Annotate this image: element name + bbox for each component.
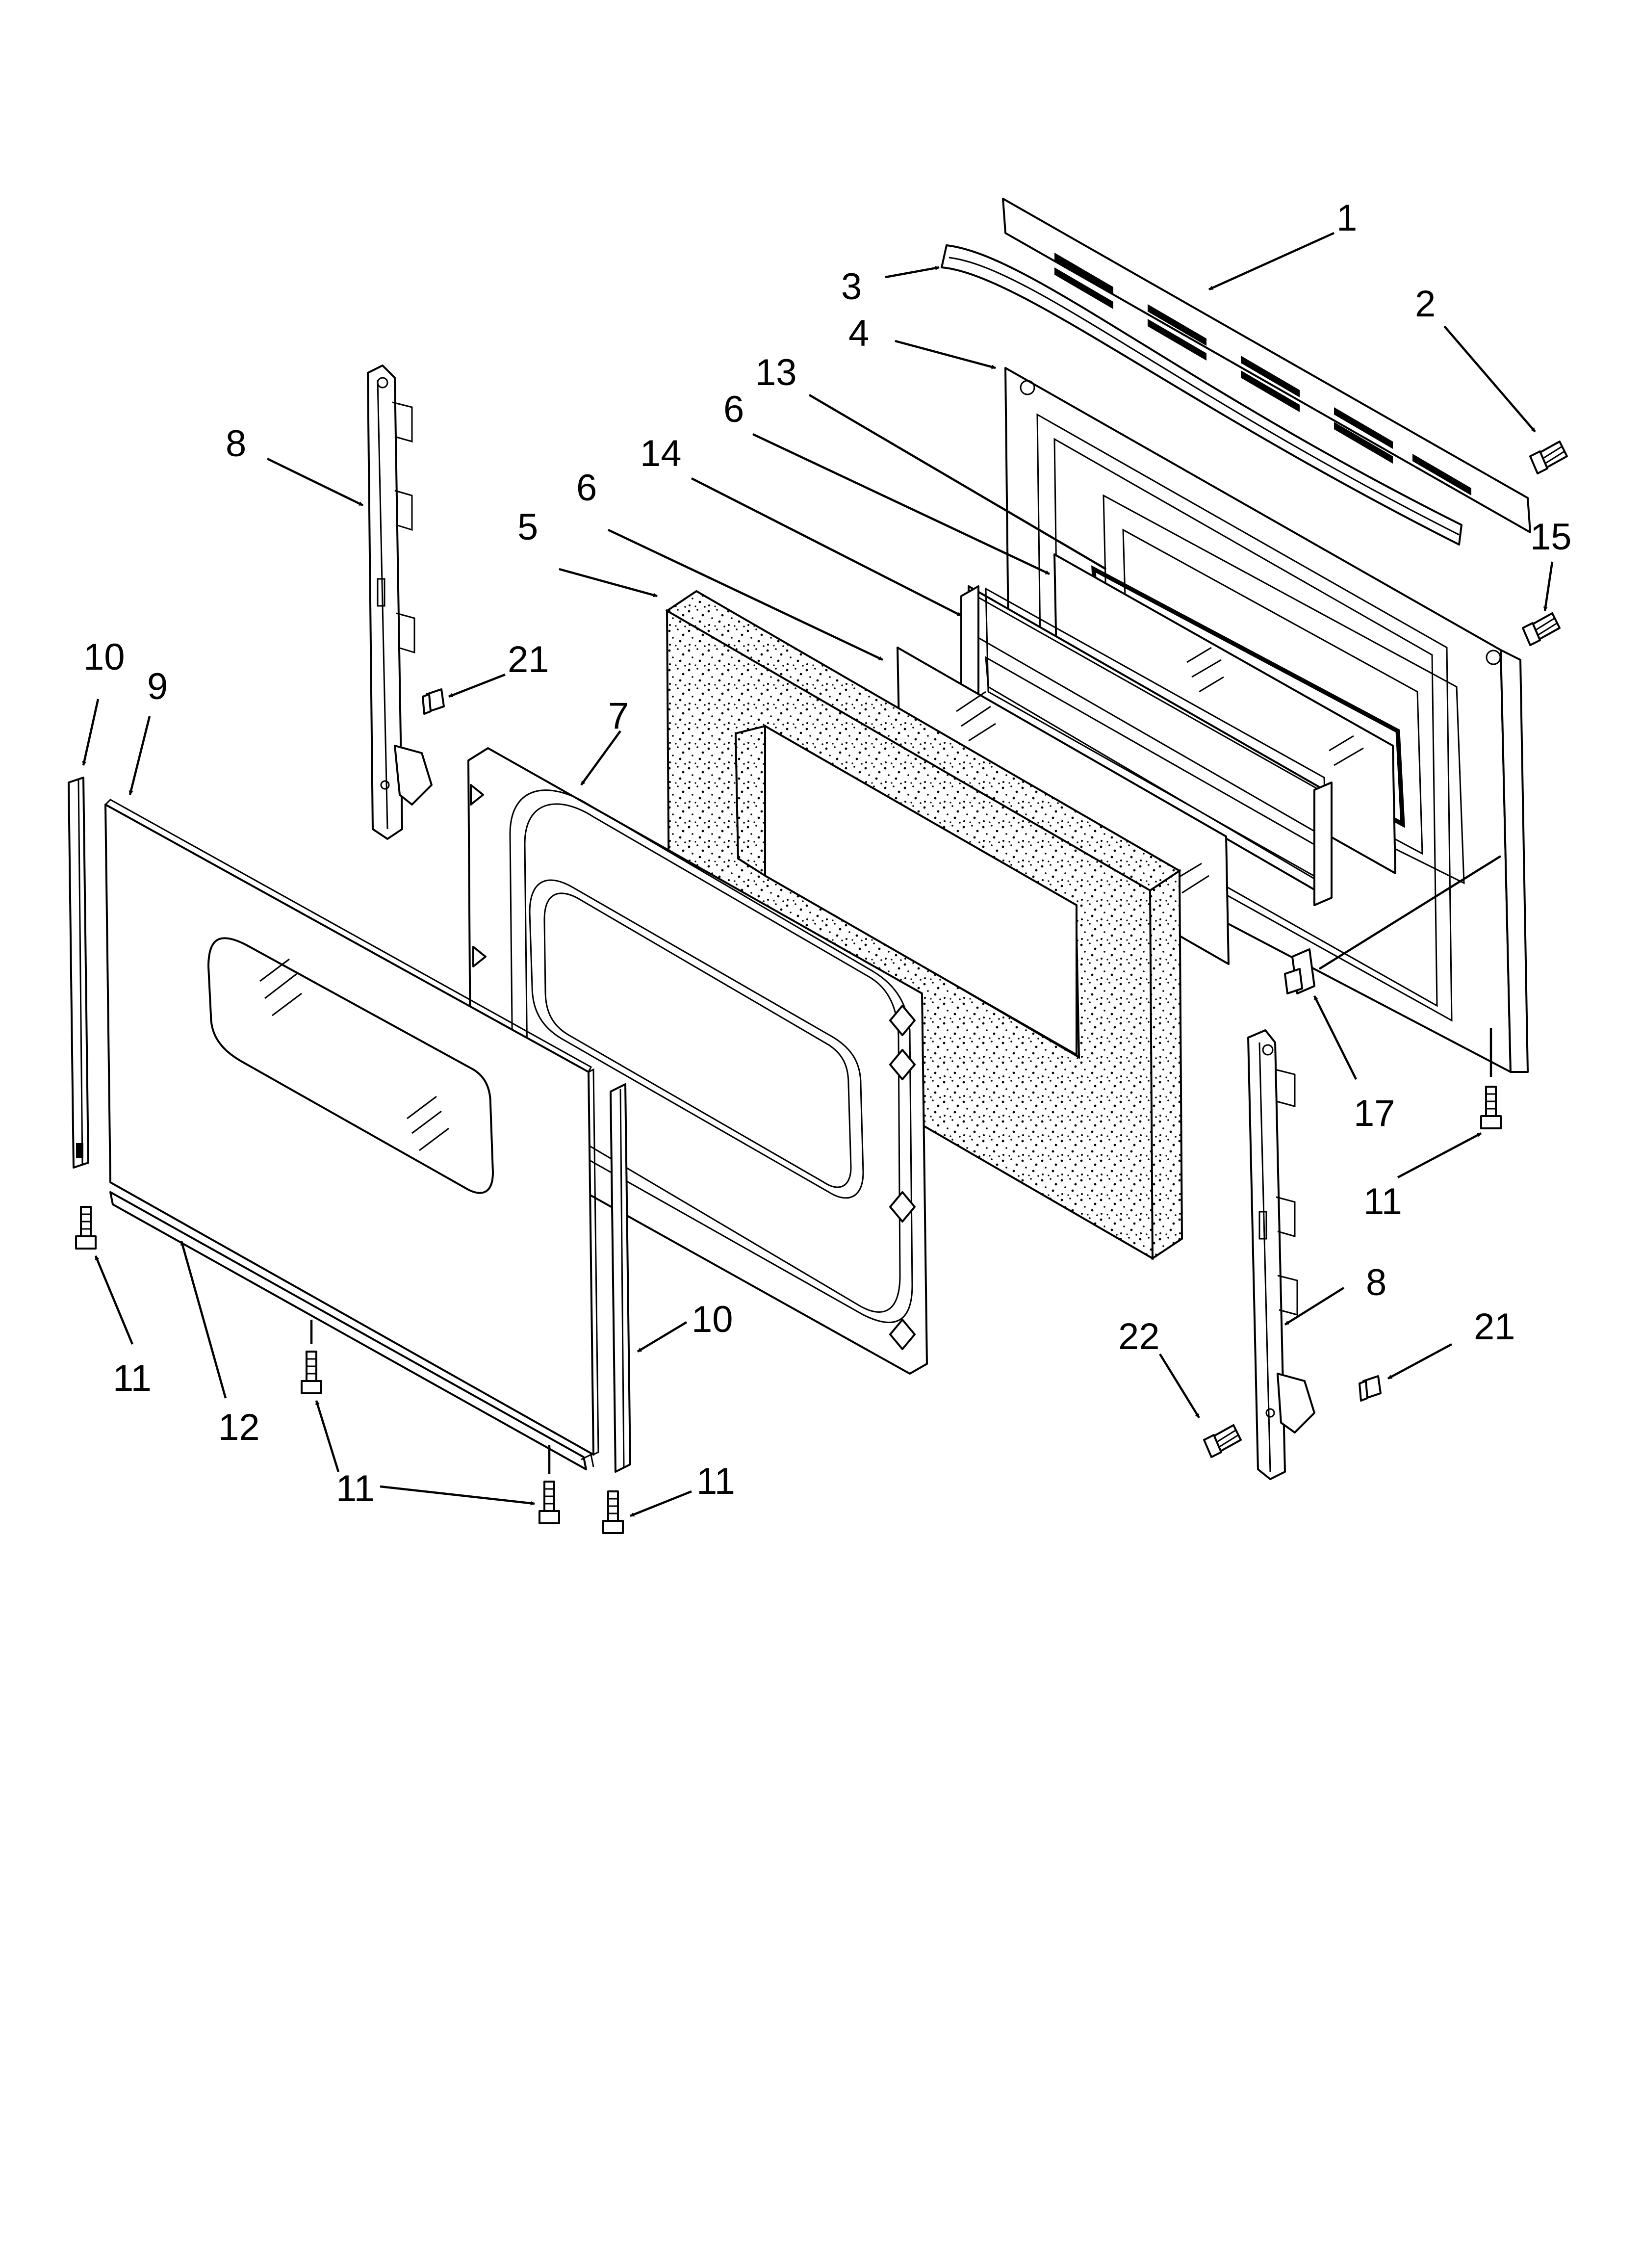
leader-4	[895, 339, 996, 369]
window-pack-frame-part	[960, 585, 1333, 906]
callout-8-right: 8	[1366, 1262, 1386, 1303]
leader-lines	[82, 232, 1554, 1517]
left-hinge-part	[367, 365, 433, 840]
callout-7: 7	[608, 695, 629, 737]
callout-15: 15	[1530, 516, 1572, 558]
screw-11-right-panel	[1480, 1086, 1502, 1129]
callout-17: 17	[1354, 1093, 1395, 1134]
right-hinge-part	[1247, 1029, 1315, 1480]
leader-1	[1208, 232, 1334, 291]
callout-11-left-trim: 11	[113, 1357, 152, 1399]
callout-1: 1	[1336, 197, 1357, 239]
leader-6-rear	[752, 433, 1050, 575]
callout-14: 14	[640, 433, 682, 474]
door-handle-part	[941, 244, 1462, 546]
leader-8-right	[1284, 1287, 1345, 1326]
callout-3: 3	[841, 266, 862, 308]
callout-2: 2	[1415, 283, 1436, 325]
leader-10-right	[637, 1321, 688, 1353]
callout-13: 13	[755, 352, 797, 393]
leader-3	[885, 266, 940, 279]
outer-door-glass-part	[104, 799, 599, 1456]
callout-11-bottom-right: 11	[696, 1460, 735, 1502]
bottom-trim-part	[109, 1191, 594, 1470]
leader-7	[580, 730, 621, 786]
callout-11-bottom-mid: 11	[336, 1468, 375, 1510]
screw-11-bottom-right	[602, 1490, 624, 1534]
leader-9	[128, 716, 151, 795]
leader-22	[1159, 1353, 1200, 1419]
callout-6-front: 6	[576, 467, 597, 509]
callout-9: 9	[147, 666, 168, 707]
leader-12	[180, 1241, 227, 1399]
callouts: 1 2 3 4 13 6 14 6 5 15 8 21 10 9 7 17 11…	[83, 197, 1572, 1510]
leader-2	[1443, 325, 1536, 433]
callout-21-lower: 21	[1474, 1306, 1515, 1348]
leader-14	[691, 477, 962, 617]
right-side-trim-part	[610, 1083, 631, 1473]
leader-17-stem	[1318, 855, 1502, 970]
callout-10-right: 10	[692, 1299, 733, 1340]
callout-4: 4	[848, 313, 869, 354]
callout-22: 22	[1118, 1316, 1160, 1357]
callout-21-upper: 21	[508, 639, 549, 680]
leader-5	[559, 568, 658, 598]
leader-11-bottom-mid	[380, 1485, 535, 1506]
insulation-part	[665, 590, 1183, 1260]
callout-12: 12	[218, 1407, 260, 1448]
callout-5: 5	[517, 506, 538, 548]
screw-22	[1203, 1424, 1242, 1458]
leader-11-right-panel	[1397, 1132, 1482, 1178]
leader-15	[1543, 561, 1554, 611]
leader-10-left	[82, 699, 100, 766]
leader-21-lower	[1387, 1343, 1453, 1380]
screw-11-bottom-left	[301, 1351, 322, 1394]
leader-11-left-trim	[94, 1255, 134, 1345]
upper-hinge-clip-part	[422, 688, 445, 715]
leader-17	[1313, 995, 1358, 1080]
callout-8-left: 8	[226, 423, 246, 465]
leader-13	[808, 394, 1107, 570]
leader-21-upper	[448, 673, 506, 698]
screw-11-bottom-mid	[539, 1481, 560, 1524]
left-side-trim-part	[68, 777, 89, 1169]
door-frame-part	[467, 747, 928, 1375]
clip-part	[1284, 948, 1315, 994]
leader-11-bottom-left	[315, 1400, 340, 1472]
lower-hinge-clip-part	[1359, 1375, 1382, 1402]
leader-11-bottom-right	[630, 1490, 692, 1517]
leader-6-front	[608, 528, 883, 661]
screw-11-left-trim	[75, 1206, 97, 1250]
callout-10-left: 10	[83, 636, 125, 678]
callout-11-right-panel: 11	[1363, 1181, 1402, 1223]
callout-6-rear: 6	[723, 389, 744, 430]
leader-8-left	[267, 457, 363, 507]
screw-2	[1529, 441, 1568, 474]
vent-trim-part	[1002, 198, 1531, 533]
screw-15	[1522, 612, 1561, 646]
